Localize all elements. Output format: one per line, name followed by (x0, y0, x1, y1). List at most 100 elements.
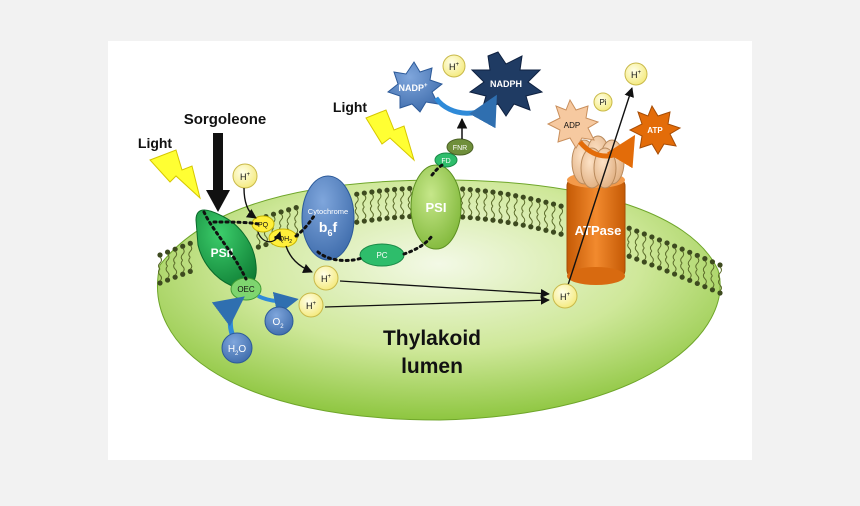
lipid-head (482, 188, 489, 194)
nadp-to-nadph-arrow (433, 94, 497, 129)
lipid-tail (294, 209, 299, 234)
h-to-pq-arrow (243, 187, 257, 219)
lipid-tail (672, 247, 677, 273)
lipid-head (180, 243, 186, 249)
lipid-head (543, 227, 549, 233)
pqh2-to-lumen-arrow (285, 245, 313, 274)
lipid-tail (551, 205, 556, 231)
cytochrome-label: Cytochrome (308, 207, 348, 216)
lipid-head (694, 252, 700, 259)
lipid-head (671, 271, 678, 277)
h-ion-lumen-2-label: H+ (306, 301, 317, 311)
lipid-tail (188, 245, 193, 270)
atpase-stalk-bottom (567, 267, 625, 285)
lipid-head (384, 187, 390, 193)
lipid-head (679, 274, 685, 280)
lipid-head (172, 246, 178, 252)
lipid-head (376, 216, 383, 222)
lipid-head (634, 228, 640, 234)
lipid-head (694, 280, 700, 287)
lipid-tail (718, 266, 722, 292)
lipid-head (157, 280, 163, 286)
pq-label: PQ (258, 222, 269, 229)
lipid-head (482, 216, 489, 222)
lipid-tail (649, 238, 654, 264)
lipid-head (376, 188, 383, 194)
lipid-head (558, 203, 564, 209)
lipid-head (513, 193, 519, 199)
lipid-tail (513, 197, 518, 223)
pi-molecule (593, 92, 613, 112)
lipid-head (490, 217, 496, 223)
lipid-tail (657, 241, 662, 267)
lipid-tail (377, 192, 382, 218)
lipid-tail (665, 244, 670, 270)
lipid-head (391, 186, 398, 193)
lipid-head (535, 197, 541, 204)
lipid-head (278, 209, 284, 215)
sorgoleone-label: Sorgoleone (184, 111, 267, 128)
lipid-head (164, 277, 171, 283)
atpase-label: ATPase (575, 223, 622, 238)
lipid-tail (695, 257, 700, 282)
adp-label: ADP (564, 121, 580, 130)
lipid-head (671, 243, 678, 249)
lipid-head (634, 256, 640, 262)
lipid-tail (559, 207, 564, 233)
lipid-tail (460, 190, 465, 216)
lipid-head (649, 262, 655, 268)
lipid-head (520, 222, 526, 228)
electron-transport-path (202, 162, 446, 281)
h-ion-lumen-2 (298, 292, 324, 318)
h-ion-lumen-atpase-label: H+ (560, 292, 571, 302)
o2-molecule (264, 306, 294, 336)
atpase-proton-channel-arrow (567, 87, 634, 286)
lipid-head (702, 256, 708, 262)
lipid-head (550, 229, 557, 235)
pi-label: Pi (599, 98, 606, 107)
lipid-tail (362, 194, 367, 220)
lipid-tail (687, 253, 692, 279)
light-label-left: Light (138, 135, 173, 151)
lipid-tail (642, 235, 647, 261)
nadp-label: NADP+ (398, 83, 428, 93)
fnr-enzyme (446, 138, 474, 156)
sorgoleone-inhibition-arrow (206, 133, 230, 212)
fnr-label: FNR (453, 145, 467, 152)
lipid-head (255, 244, 261, 250)
atp-label: ATP (647, 126, 663, 135)
lipid-head (550, 201, 557, 207)
psi-complex (410, 164, 462, 250)
lipid-head (467, 186, 473, 193)
lipid-tail (680, 250, 685, 276)
lipid-head (187, 240, 193, 246)
fd-molecule (434, 152, 458, 168)
lipid-head (687, 277, 693, 283)
adp-to-atp-arrow (578, 134, 636, 169)
lipid-head (543, 199, 549, 205)
lipid-head (687, 249, 693, 255)
h-ion-lumen-atpase (552, 283, 578, 309)
cytochrome-b6f-complex (301, 175, 355, 261)
lipid-head (361, 218, 367, 224)
oec-label: OEC (237, 285, 255, 294)
lipid-head (361, 190, 367, 196)
lipid-head (180, 271, 186, 277)
h-ion-pq-label: H+ (240, 172, 251, 182)
lipid-head (293, 205, 299, 211)
pc-label: PC (376, 251, 387, 260)
nadp-star-icon (386, 61, 444, 113)
lipid-head (270, 211, 277, 217)
lipid-tail (543, 203, 548, 229)
lipid-head (505, 219, 511, 226)
lipid-head (354, 219, 360, 225)
lipid-head (520, 194, 526, 200)
lipid-tail (521, 198, 526, 224)
nadph-label: NADPH (490, 79, 522, 89)
lipid-head (528, 196, 534, 202)
h-ion-top-right (624, 62, 648, 86)
lipid-head (702, 284, 708, 290)
lipid-head (664, 268, 670, 274)
lipid-head (641, 259, 647, 265)
